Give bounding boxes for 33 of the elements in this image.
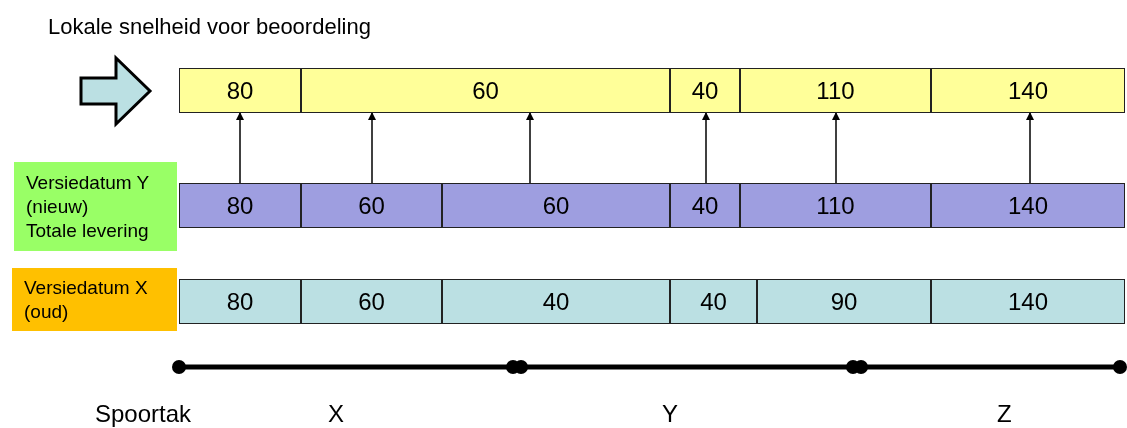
- speed-cell: 40: [670, 68, 740, 113]
- row-label-box: [14, 162, 177, 251]
- arrow: [236, 112, 244, 184]
- speed-cell: 40: [442, 279, 670, 324]
- speed-cell: 80: [179, 183, 301, 228]
- arrow: [526, 112, 534, 184]
- arrow: [368, 112, 376, 184]
- row-label-box: [12, 268, 177, 331]
- section-label: Z: [997, 400, 1012, 428]
- speed-cell: 60: [301, 183, 442, 228]
- row-label-text: Versiedatum Y (nieuw): [26, 170, 150, 219]
- speed-cell: 60: [301, 279, 442, 324]
- diagram-title: Lokale snelheid voor beoordeling: [48, 14, 371, 40]
- speed-cell: 110: [740, 68, 931, 113]
- track-label: Spoortak: [95, 400, 192, 428]
- speed-cell: 60: [442, 183, 670, 228]
- row-label-text: Versiedatum X (oud): [24, 275, 149, 324]
- arrow: [702, 112, 710, 184]
- row-label-text: Totale levering: [26, 218, 149, 243]
- speed-cell: 140: [931, 68, 1125, 113]
- speed-cell: 140: [931, 183, 1125, 228]
- arrow: [832, 112, 840, 184]
- arrow: [1026, 112, 1034, 184]
- speed-cell: 110: [740, 183, 931, 228]
- speed-cell: 80: [179, 279, 301, 324]
- speed-cell: 40: [670, 183, 740, 228]
- speed-cell: 90: [757, 279, 931, 324]
- speed-cell: 60: [301, 68, 670, 113]
- speed-cell: 140: [931, 279, 1125, 324]
- speed-cell: 40: [670, 279, 757, 324]
- section-label: Y: [662, 400, 678, 428]
- section-label: X: [328, 400, 344, 428]
- speed-cell: 80: [179, 68, 301, 113]
